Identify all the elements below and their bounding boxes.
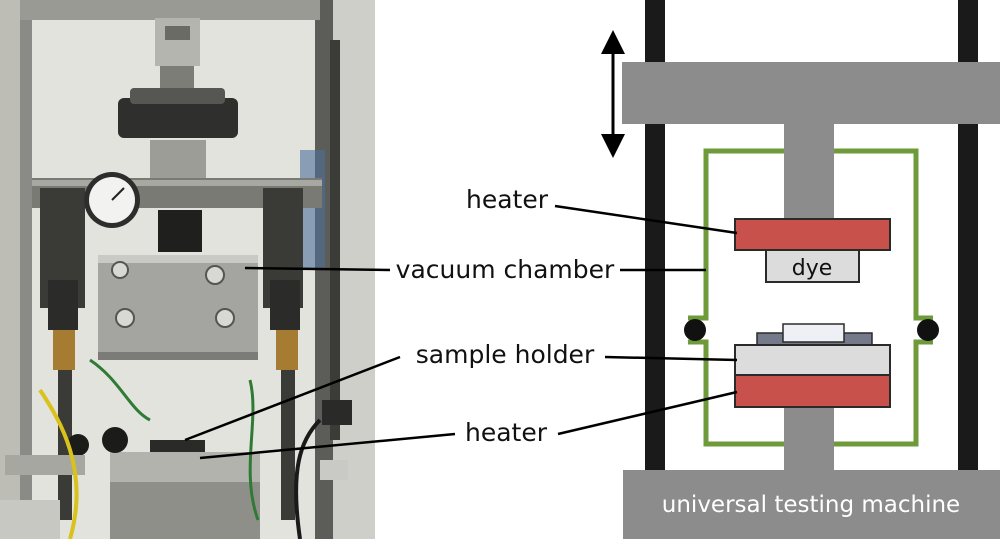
label-vacuum-chamber: vacuum chamber [396,255,615,284]
sample-holder-block [734,344,891,376]
schematic: universal testing machine dye [601,0,1000,539]
dye-label: dye [792,256,833,281]
machine-base [623,470,1000,539]
leader-vacuum-chamber-photo [244,266,391,272]
heater-bottom [734,374,891,408]
label-sample-holder: sample holder [416,340,595,369]
vacuum-chamber-outline [688,148,933,447]
photo-leader-lines [184,266,456,460]
leader-heater-bottom-schematic [557,390,738,436]
upper-ram [784,124,834,220]
lower-ram [784,408,834,470]
o-ring-right-icon [917,319,939,341]
leader-sample-holder-schematic [604,355,738,362]
label-heater-top: heater [466,185,549,214]
schematic-leader-lines [554,204,738,436]
heater-top [734,218,891,251]
leader-sample-holder-photo [184,355,401,442]
label-heater-bottom: heater [465,418,548,447]
leader-heater-top [554,204,738,235]
crosshead [622,62,1000,124]
leader-heater-bottom-photo [199,432,456,460]
sample-top [782,323,845,343]
machine-label: universal testing machine [662,492,960,518]
double-headed-vertical-arrow-icon [601,30,625,158]
o-ring-left-icon [684,319,706,341]
apparatus-photo [0,0,375,539]
dye-block [765,249,860,283]
